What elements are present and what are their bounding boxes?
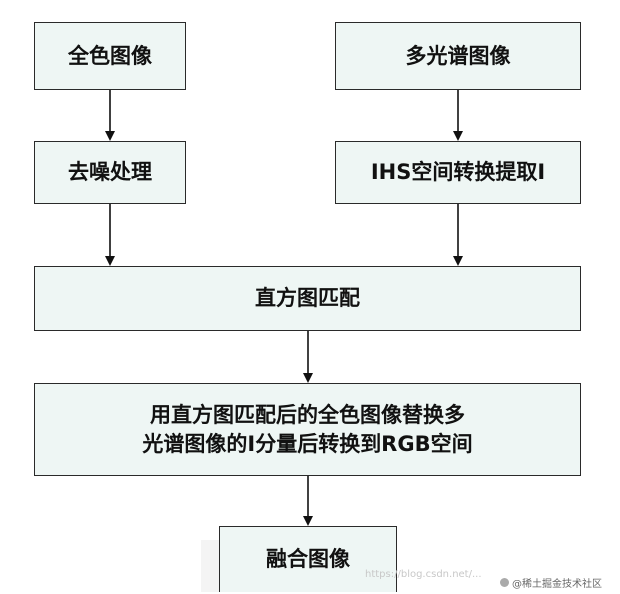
watermark-site: @稀土掘金技术社区	[500, 575, 602, 590]
node-label-line1: 用直方图匹配后的全色图像替换多	[150, 403, 465, 428]
watermark-url: https://blog.csdn.net/...	[365, 569, 482, 580]
node-histogram-matching: 直方图匹配	[34, 266, 581, 331]
watermark-site-text: @稀土掘金技术社区	[512, 579, 602, 590]
node-ihs-transform: IHS空间转换提取I	[335, 141, 581, 204]
node-panchromatic-image: 全色图像	[34, 22, 186, 90]
node-label: 全色图像	[68, 43, 152, 68]
node-label: 融合图像	[266, 547, 350, 572]
node-label-line2: 光谱图像的I分量后转换到RGB空间	[142, 431, 473, 456]
node-label: 直方图匹配	[255, 286, 360, 311]
site-logo-icon	[500, 578, 509, 587]
node-label: 多光谱图像	[405, 43, 511, 68]
node-label: 去噪处理	[68, 160, 152, 185]
node-replace-and-convert: 用直方图匹配后的全色图像替换多 光谱图像的I分量后转换到RGB空间	[34, 383, 581, 476]
node-label: IHS空间转换提取I	[370, 160, 546, 185]
node-multispectral-image: 多光谱图像	[335, 22, 581, 90]
node-fused-image: 融合图像	[219, 526, 397, 592]
watermark-strip	[201, 540, 219, 592]
node-denoise: 去噪处理	[34, 141, 186, 204]
